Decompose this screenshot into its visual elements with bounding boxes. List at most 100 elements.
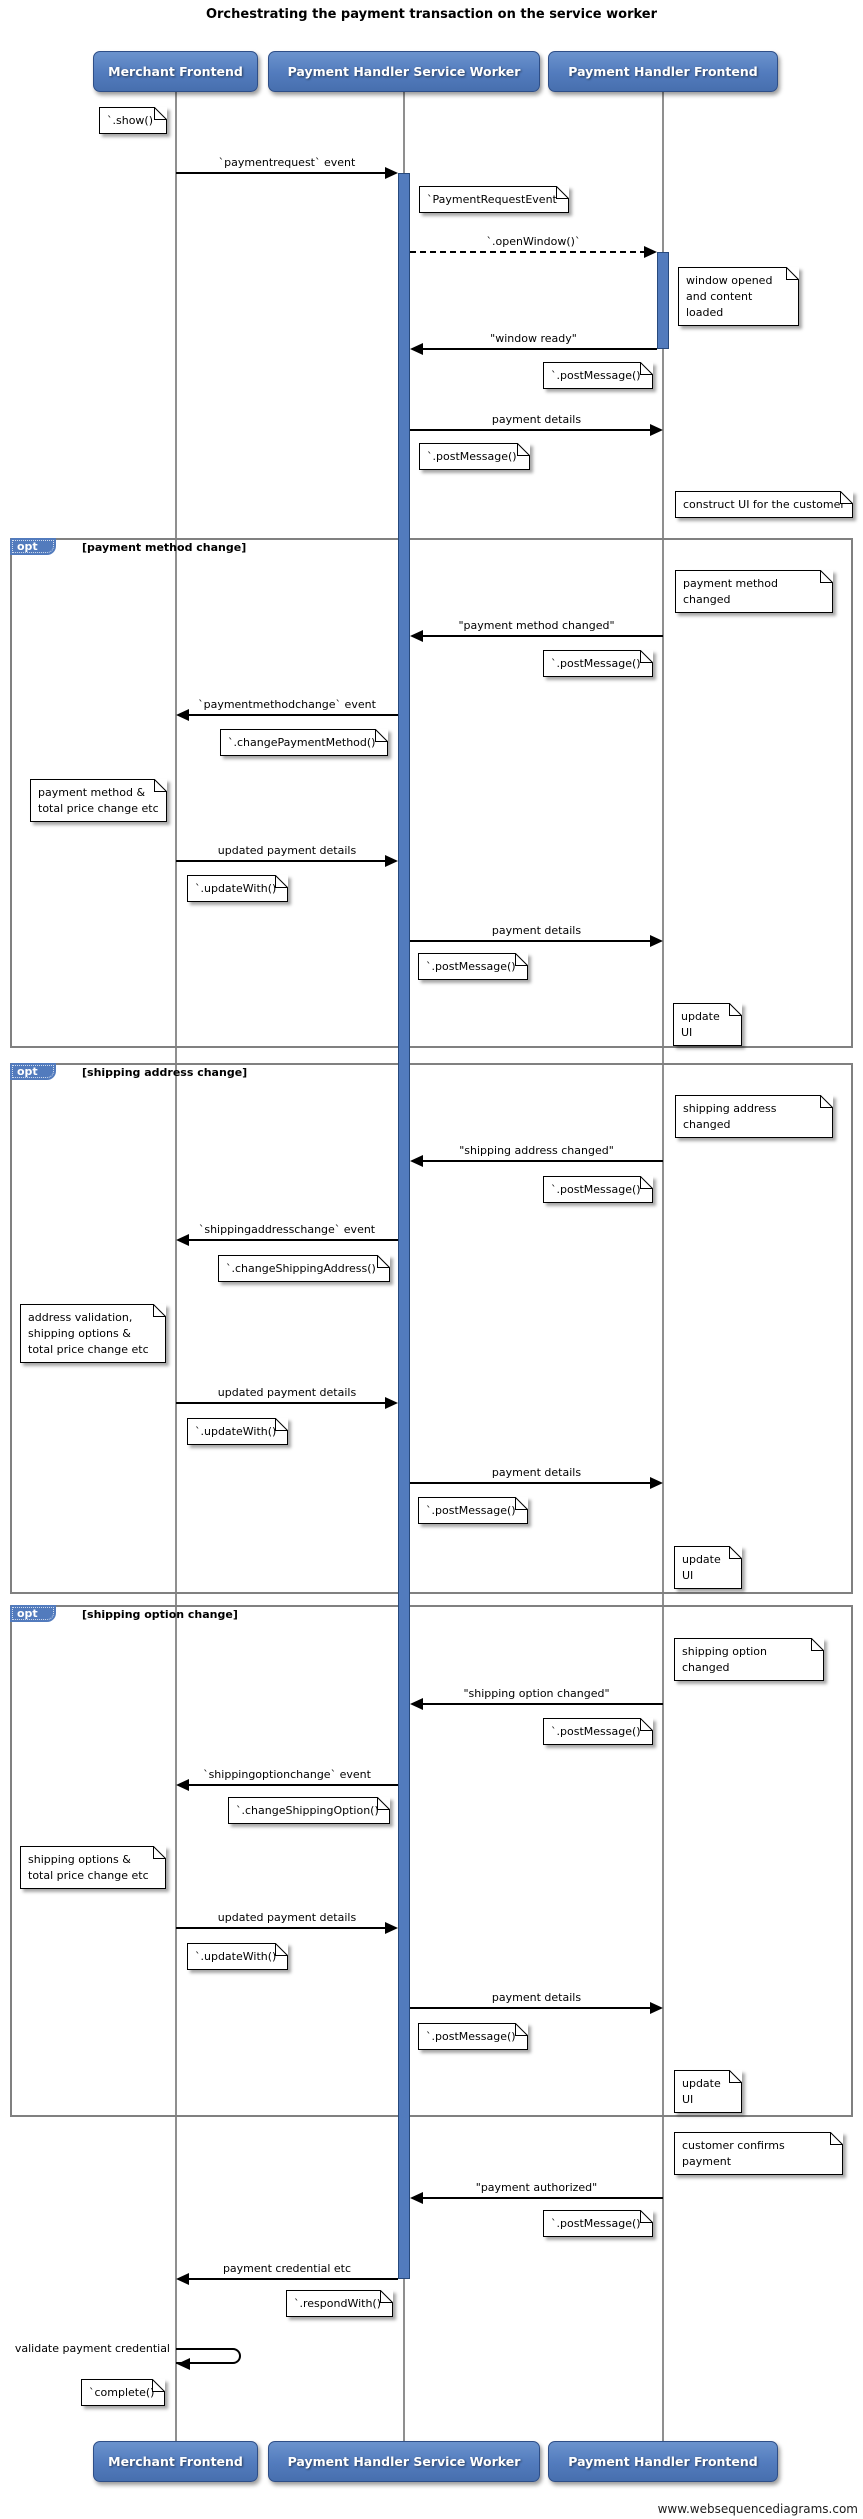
message-updated-payment-details-label: updated payment details — [217, 1911, 357, 1924]
note-shipping-address-changed: shipping address changed — [675, 1095, 833, 1138]
note-update-ui: update UI — [674, 1546, 742, 1589]
note-fold-corner-icon — [152, 2379, 165, 2392]
note-fold-corner-icon — [840, 491, 853, 504]
message-window-ready-label: "window ready" — [490, 332, 577, 345]
note-postmessage: `.postMessage()` — [543, 1718, 653, 1745]
arrowhead — [385, 167, 398, 179]
note-postmessage: `.postMessage()` — [543, 362, 653, 389]
note-paymentrequestevent: `PaymentRequestEvent` — [419, 186, 569, 213]
message-payment-details-label: payment details — [491, 1991, 582, 2004]
message-payment-details-line — [410, 1482, 652, 1484]
note-fold-corner-icon — [640, 362, 653, 375]
message-payment-credential-etc-line — [187, 2278, 398, 2280]
note-fold-corner-icon — [153, 1304, 166, 1317]
note-postmessage: `.postMessage()` — [418, 1497, 528, 1524]
opt-tab: opt — [10, 1605, 56, 1622]
participant-merchant-frontend-bottom: Merchant Frontend — [93, 2441, 258, 2482]
message-shipping-option-changed-line — [421, 1703, 663, 1705]
note-fold-corner-icon — [375, 729, 388, 742]
note-fold-corner-icon — [515, 1497, 528, 1510]
message-payment-details-line — [410, 429, 652, 431]
note-window-opened-and-content-loaded: window opened and content loaded — [678, 267, 799, 326]
note-postmessage: `.postMessage()` — [543, 1176, 653, 1203]
note-update-ui: update UI — [673, 1003, 742, 1046]
arrowhead — [385, 1397, 398, 1409]
note-changeshippingoption: `.changeShippingOption()` — [228, 1797, 390, 1824]
note-fold-corner-icon — [153, 1846, 166, 1859]
arrowhead — [650, 2002, 663, 2014]
message-payment-authorized-label: "payment authorized" — [475, 2181, 598, 2194]
note-payment-method-changed: payment method changed — [675, 570, 833, 613]
arrowhead — [644, 246, 657, 258]
participant-payment-handler-service-worker-bottom: Payment Handler Service Worker — [268, 2441, 540, 2482]
message-payment-details-label: payment details — [491, 413, 582, 426]
lifeline-merchant-frontend — [175, 92, 177, 2441]
note-construct-ui-for-the-customer: construct UI for the customer — [675, 491, 853, 518]
note-address-validation-shipping-options-tota: address validation, shipping options & t… — [20, 1304, 166, 1363]
note-fold-corner-icon — [377, 1797, 390, 1810]
note-show: `.show()` — [99, 107, 167, 134]
message-window-ready-line — [421, 348, 657, 350]
message-payment-details-line — [410, 2007, 652, 2009]
note-fold-corner-icon — [820, 570, 833, 583]
note-fold-corner-icon — [377, 1255, 390, 1268]
opt-frame-shipping-address-change: opt[shipping address change] — [10, 1063, 853, 1594]
message-shippingaddresschange-event-line — [187, 1239, 398, 1241]
participant-merchant-frontend-top: Merchant Frontend — [93, 51, 258, 92]
arrowhead — [385, 855, 398, 867]
note-fold-corner-icon — [154, 779, 167, 792]
arrowhead — [176, 1234, 189, 1246]
diagram-title: Orchestrating the payment transaction on… — [205, 7, 658, 22]
note-respondwith: `.respondWith()` — [286, 2290, 393, 2317]
note-postmessage: `.postMessage()` — [418, 2023, 528, 2050]
arrowhead — [650, 424, 663, 436]
note-fold-corner-icon — [640, 1176, 653, 1189]
note-complete: `complete()` — [81, 2379, 165, 2406]
arrowhead — [650, 1477, 663, 1489]
arrowhead — [410, 1155, 423, 1167]
arrowhead — [385, 1922, 398, 1934]
note-updatewith: `.updateWith()` — [187, 1418, 288, 1445]
message-updated-payment-details-line — [176, 860, 387, 862]
note-updatewith: `.updateWith()` — [187, 1943, 288, 1970]
message-payment-method-changed-line — [421, 635, 663, 637]
message-paymentrequest-event-label: `paymentrequest` event — [218, 156, 356, 169]
note-fold-corner-icon — [515, 2023, 528, 2036]
participant-payment-handler-frontend-top: Payment Handler Frontend — [548, 51, 778, 92]
note-fold-corner-icon — [154, 107, 167, 120]
note-fold-corner-icon — [729, 2070, 742, 2083]
opt-condition: [payment method change] — [82, 541, 247, 554]
message-openwindow-line — [410, 251, 646, 253]
arrowhead — [176, 709, 189, 721]
participant-payment-handler-frontend-bottom: Payment Handler Frontend — [548, 2441, 778, 2482]
arrowhead — [410, 1698, 423, 1710]
note-postmessage: `.postMessage()` — [418, 953, 528, 980]
arrowhead — [176, 2273, 189, 2285]
arrowhead — [176, 1779, 189, 1791]
message-updated-payment-details-line — [176, 1402, 387, 1404]
message-payment-authorized-line — [421, 2197, 663, 2199]
message-shipping-option-changed-label: "shipping option changed" — [463, 1687, 610, 1700]
note-fold-corner-icon — [640, 1718, 653, 1731]
watermark: www.websequencediagrams.com — [657, 2502, 858, 2516]
note-postmessage: `.postMessage()` — [419, 443, 530, 470]
note-fold-corner-icon — [275, 1418, 288, 1431]
arrowhead — [650, 935, 663, 947]
note-fold-corner-icon — [830, 2132, 843, 2145]
note-fold-corner-icon — [556, 186, 569, 199]
note-payment-method-total-price-change-etc: payment method & total price change etc — [30, 779, 167, 822]
note-changeshippingaddress: `.changeShippingAddress()` — [218, 1255, 390, 1282]
opt-condition: [shipping option change] — [82, 1608, 238, 1621]
message-updated-payment-details-label: updated payment details — [217, 844, 357, 857]
message-shippingoptionchange-event-line — [187, 1784, 398, 1786]
note-updatewith: `.updateWith()` — [187, 875, 288, 902]
message-updated-payment-details-label: updated payment details — [217, 1386, 357, 1399]
message-payment-credential-etc-label: payment credential etc — [222, 2262, 352, 2275]
note-postmessage: `.postMessage()` — [543, 650, 653, 677]
note-postmessage: `.postMessage()` — [543, 2210, 653, 2237]
opt-frame-payment-method-change: opt[payment method change] — [10, 538, 853, 1048]
activation-bar-payment-handler-frontend — [657, 252, 669, 349]
message-shippingoptionchange-event-label: `shippingoptionchange` event — [203, 1768, 371, 1781]
note-fold-corner-icon — [275, 875, 288, 888]
